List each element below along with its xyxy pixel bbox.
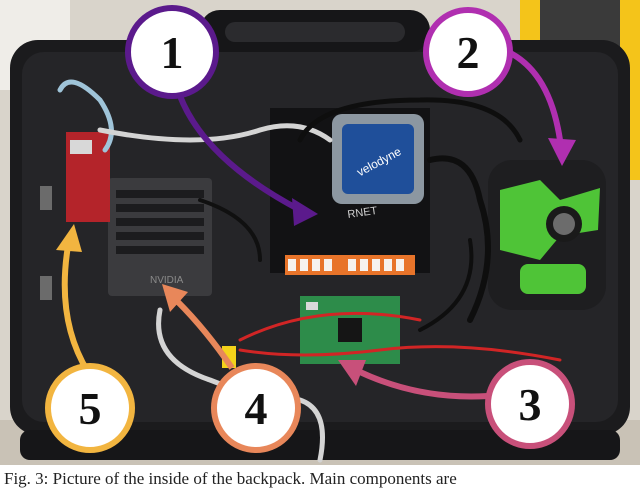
svg-text:3: 3 [519,379,542,430]
label-2: 2 [423,7,513,97]
svg-text:·: · [0,52,1,56]
arrowhead-3 [338,360,366,386]
svg-text:5: 5 [79,383,102,434]
nvidia-logo: NVIDIA [150,275,184,286]
label-5: 5 [45,363,135,453]
arrow-5 [61,245,91,374]
label-1: 1 [125,5,219,99]
label-4: 4 [211,363,301,453]
arrowhead-4 [162,284,188,312]
arrow-3 [358,369,489,400]
jetson-heatsink [116,190,204,254]
arrowhead-2 [548,138,576,166]
arrow-1 [177,94,302,213]
box-label: RNET [347,205,379,221]
figure-caption: Fig. 3: Picture of the inside of the bac… [4,469,457,488]
arrowhead-1 [292,198,318,226]
label-3: 3 [485,359,575,449]
arrowhead-5 [56,224,82,252]
terminal-blocks [285,255,415,275]
svg-text:2: 2 [457,27,480,78]
backpack-photo: · RNET velodyne NVIDIA [0,0,640,465]
svg-text:1: 1 [161,27,184,78]
arrow-4 [175,299,235,370]
svg-text:4: 4 [245,383,268,434]
cables [57,79,562,463]
